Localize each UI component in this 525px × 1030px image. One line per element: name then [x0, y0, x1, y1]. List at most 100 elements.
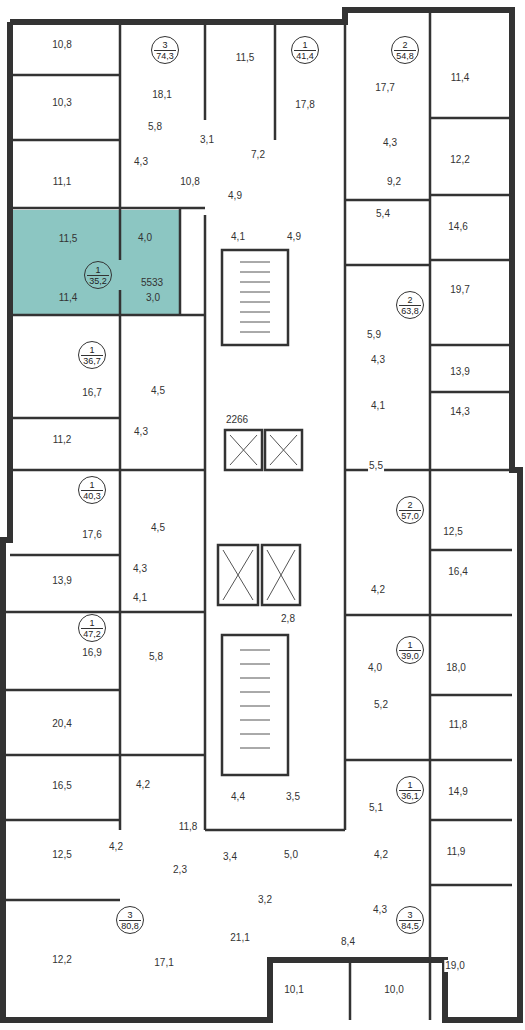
room-area: 16,4	[447, 566, 468, 578]
room-area: 11,8	[178, 821, 199, 833]
room-area: 4,3	[133, 156, 149, 168]
room-area: 21,1	[229, 932, 250, 944]
room-area: 2266	[225, 414, 249, 426]
core-detail	[240, 678, 270, 679]
room-area: 5,8	[147, 121, 163, 133]
wall	[345, 199, 430, 202]
room-area: 3,0	[145, 292, 161, 304]
room-area: 4,1	[370, 400, 386, 412]
apartment-area: 63,8	[399, 305, 421, 316]
wall	[179, 208, 182, 315]
wall	[430, 344, 512, 347]
wall	[10, 139, 120, 142]
room-area: 11,4	[58, 292, 79, 304]
room-area: 17,6	[81, 529, 102, 541]
wall	[430, 694, 512, 697]
apartment-badge: 254,8	[391, 36, 419, 64]
room-area: 11,9	[446, 846, 467, 858]
room-count: 2	[405, 295, 414, 305]
room-area: 4,0	[137, 232, 153, 244]
room-area: 4,3	[382, 137, 398, 149]
core-detail	[240, 748, 270, 749]
room-area: 17,8	[294, 99, 315, 111]
room-area: 12,5	[442, 526, 463, 538]
room-area: 11,4	[450, 72, 471, 84]
wall	[10, 74, 120, 77]
core-detail	[240, 734, 270, 735]
room-area: 7,2	[250, 149, 266, 161]
core-detail	[223, 550, 253, 600]
core-detail	[240, 272, 270, 273]
core-detail	[223, 550, 253, 600]
apartment-badge: 139,0	[396, 636, 424, 664]
room-area: 8,4	[340, 936, 356, 948]
room-area: 18,0	[445, 662, 466, 674]
room-area: 5,8	[148, 651, 164, 663]
core-detail	[240, 282, 270, 283]
room-area: 4,0	[367, 662, 383, 674]
room-area: 4,1	[132, 592, 148, 604]
room-area: 4,9	[227, 190, 243, 202]
wall	[430, 391, 512, 394]
highlighted-apartment	[10, 210, 180, 315]
room-area: 12,5	[51, 849, 72, 861]
room-area: 4,2	[135, 779, 151, 791]
wall	[430, 194, 512, 197]
wall	[119, 290, 122, 830]
wall	[269, 960, 272, 1020]
room-area: 12,2	[51, 954, 72, 966]
room-area: 5,2	[373, 699, 389, 711]
apartment-area: 57,0	[399, 510, 421, 521]
room-area: 18,1	[151, 89, 172, 101]
room-area: 5,5	[368, 460, 384, 472]
room-area: 11,1	[52, 176, 73, 188]
room-area: 16,9	[81, 647, 102, 659]
core-element	[265, 430, 302, 470]
room-area: 16,7	[81, 387, 102, 399]
room-area: 13,9	[51, 575, 72, 587]
room-area: 5,1	[368, 802, 384, 814]
room-area: 19,7	[449, 284, 470, 296]
room-area: 19,0	[444, 960, 465, 972]
room-count: 1	[405, 640, 414, 650]
core-detail	[240, 262, 270, 263]
room-area: 4,9	[286, 231, 302, 243]
room-area: 12,2	[449, 154, 470, 166]
wall	[345, 614, 512, 617]
apartment-badge: 136,7	[78, 341, 106, 369]
core-element	[225, 430, 262, 470]
room-area: 11,8	[448, 719, 469, 731]
apartment-badge: 136,1	[396, 776, 424, 804]
apartment-badge: 374,3	[151, 36, 179, 64]
room-area: 4,5	[150, 385, 166, 397]
core-detail	[240, 302, 270, 303]
room-area: 11,5	[235, 52, 256, 64]
core-detail	[240, 720, 270, 721]
room-area: 5,9	[366, 329, 382, 341]
core-detail	[240, 332, 270, 333]
wall	[205, 829, 345, 832]
room-area: 17,1	[153, 957, 174, 969]
wall	[429, 10, 432, 1020]
room-area: 20,4	[51, 718, 72, 730]
room-area: 4,3	[133, 426, 149, 438]
room-area: 13,9	[449, 366, 470, 378]
apartment-badge: 380,8	[116, 906, 144, 934]
core-detail	[240, 692, 270, 693]
core-detail	[270, 435, 297, 465]
core-detail	[240, 664, 270, 665]
core-detail	[240, 312, 270, 313]
apartment-area: 36,7	[81, 355, 103, 366]
wall	[3, 611, 205, 614]
room-area: 4,2	[373, 849, 389, 861]
room-area: 2,3	[172, 864, 188, 876]
wall	[344, 10, 347, 830]
room-area: 4,1	[230, 231, 246, 243]
apartment-area: 40,3	[81, 490, 103, 501]
room-area: 16,5	[51, 780, 72, 792]
wall	[3, 754, 205, 757]
core-detail	[270, 435, 297, 465]
room-area: 9,2	[386, 176, 402, 188]
apartment-area: 36,1	[399, 790, 421, 801]
wall	[204, 215, 207, 830]
